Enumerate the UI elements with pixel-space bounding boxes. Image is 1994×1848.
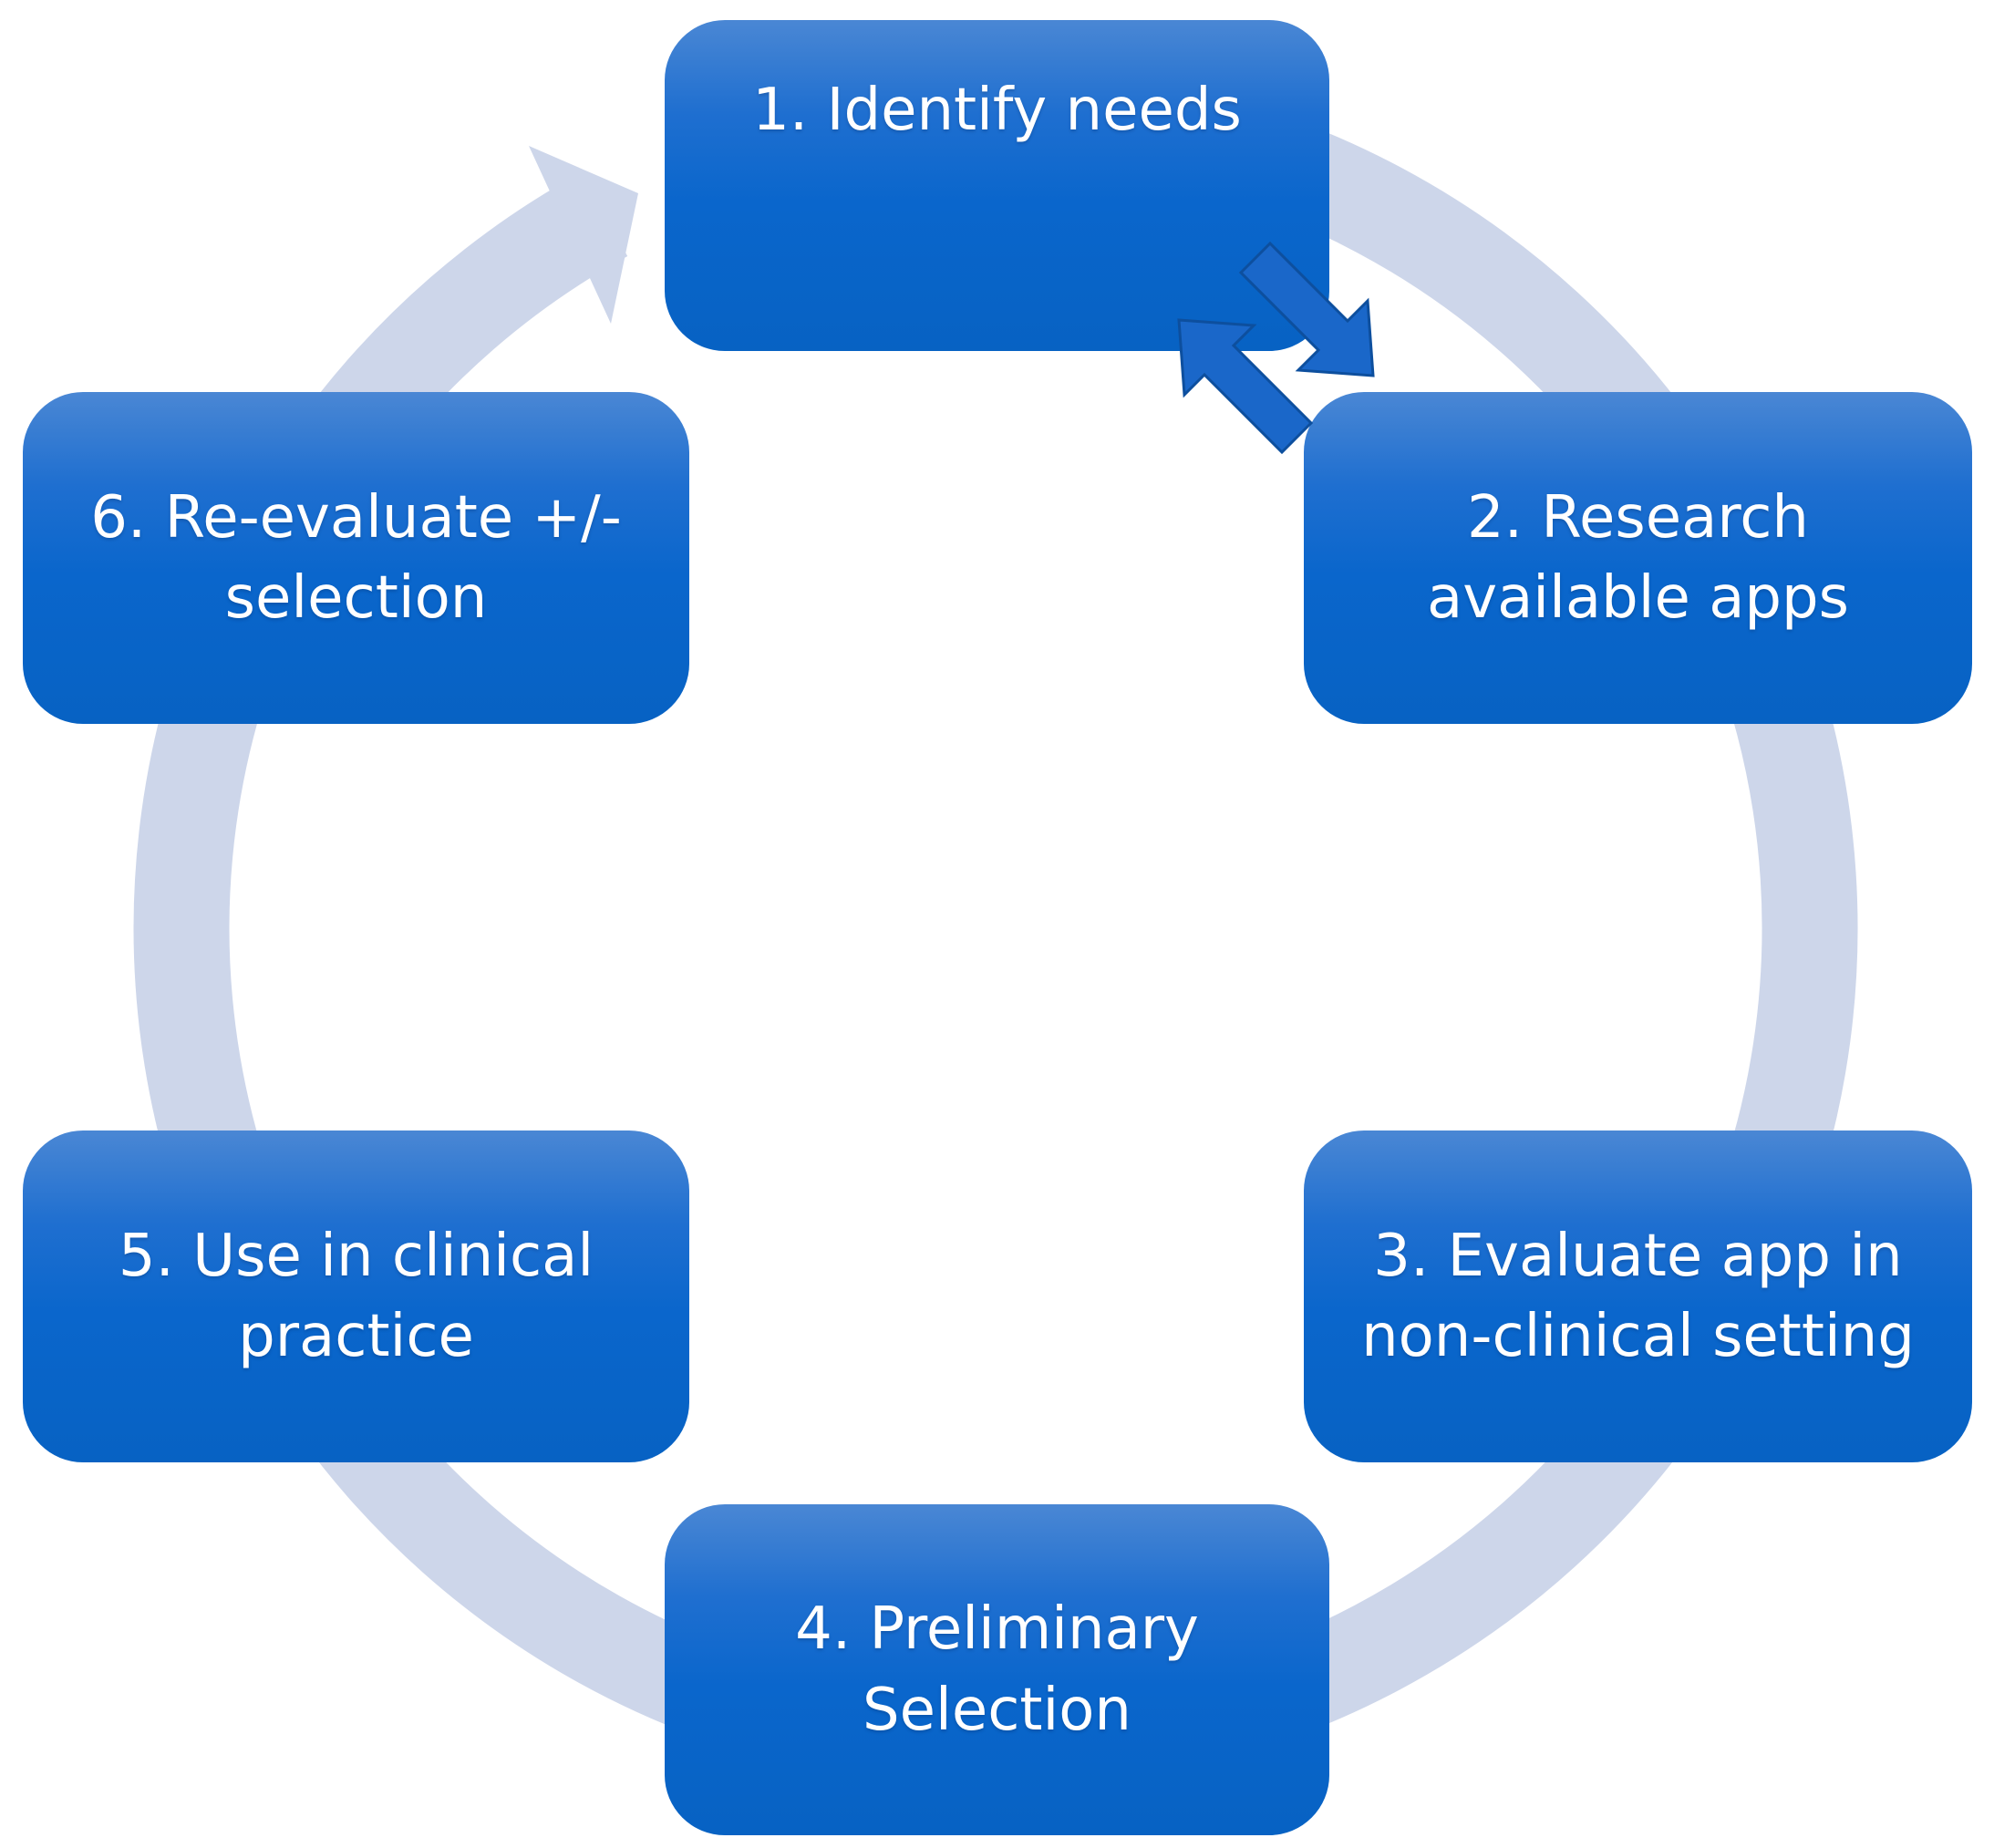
step-4-label: 4. Preliminary Selection (795, 1595, 1199, 1744)
arrow-up-left-icon (1177, 318, 1314, 455)
step-1-box: 1. Identify needs (665, 20, 1329, 351)
step-1-label: 1. Identify needs (752, 77, 1242, 145)
step-3-box: 3. Evaluate app in non-clinical setting (1304, 1130, 1972, 1462)
step-2-box: 2. Research available apps (1304, 392, 1972, 724)
step-2-label: 2. Research available apps (1426, 483, 1850, 632)
step-6-label: 6. Re-evaluate +/- selection (90, 483, 622, 632)
step-4-box: 4. Preliminary Selection (665, 1504, 1329, 1835)
step-3-label: 3. Evaluate app in non-clinical setting (1361, 1222, 1915, 1370)
step-6-box: 6. Re-evaluate +/- selection (23, 392, 689, 724)
arrow-down-right-icon (1238, 241, 1375, 377)
step-5-box: 5. Use in clinical practice (23, 1130, 689, 1462)
cycle-arrowhead-icon (529, 146, 638, 324)
step-5-label: 5. Use in clinical practice (118, 1222, 594, 1370)
